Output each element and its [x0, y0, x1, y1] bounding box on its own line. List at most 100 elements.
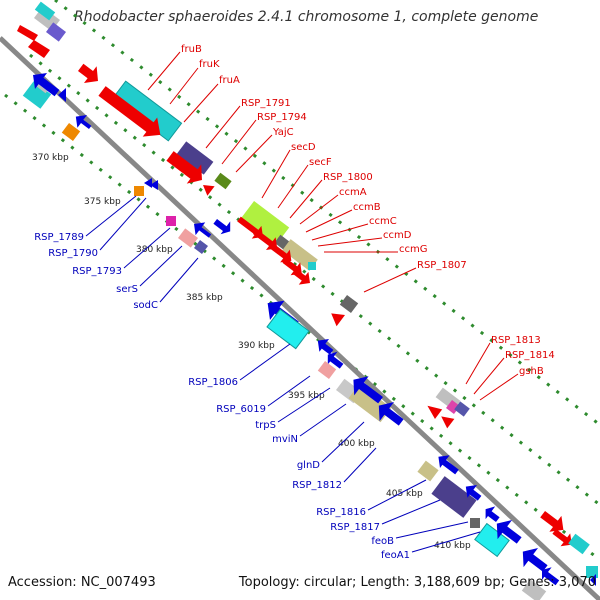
features-reverse — [22, 73, 598, 600]
feature-blue — [33, 73, 60, 97]
kbp-tick: 410 kbp — [434, 541, 471, 551]
gene-label[interactable]: RSP_6019 — [216, 404, 266, 415]
feature-blue — [75, 115, 92, 130]
feature-cyan — [22, 81, 52, 109]
feature-rsp1806 — [266, 308, 310, 350]
gene-label[interactable]: RSP_1812 — [292, 480, 342, 491]
gene-label[interactable]: RSP_1806 — [188, 377, 238, 388]
feature-blue — [438, 455, 459, 475]
feature-rsp1807 — [339, 294, 359, 314]
feature-fruK — [98, 86, 161, 137]
feature-cyan — [568, 533, 590, 555]
kbp-tick: 405 kbp — [386, 489, 423, 499]
kbp-tick: 385 kbp — [186, 293, 223, 303]
feature-blue — [194, 222, 212, 238]
kbp-tick: 395 kbp — [288, 391, 325, 401]
feature-blue — [522, 548, 548, 572]
gene-label[interactable]: fruK — [199, 59, 220, 70]
kbp-tick: 380 kbp — [136, 245, 173, 255]
track-line-outer-near — [29, 53, 600, 507]
gene-label[interactable]: RSP_1816 — [316, 507, 366, 518]
gene-label[interactable]: gshB — [519, 366, 544, 377]
feature-ccmG — [292, 268, 310, 285]
gene-label[interactable]: secF — [309, 157, 332, 168]
reverse-leaders — [85, 195, 481, 553]
feature-sodC — [193, 239, 209, 255]
gene-label[interactable]: RSP_1790 — [48, 248, 98, 259]
gene-label[interactable]: RSP_1817 — [330, 522, 380, 533]
gene-label[interactable]: RSP_1793 — [72, 266, 122, 277]
feature-blue — [485, 506, 500, 523]
gene-label[interactable]: RSP_1791 — [241, 98, 291, 109]
gene-label[interactable]: secD — [291, 142, 316, 153]
feature-secD — [240, 200, 290, 246]
feature-small-red — [331, 313, 346, 327]
feature-cyan — [34, 1, 56, 21]
gene-label[interactable]: ccmB — [353, 202, 381, 213]
feature-blue — [213, 218, 231, 235]
gene-label[interactable]: RSP_1813 — [491, 335, 541, 346]
feature-yajc — [214, 172, 232, 190]
feature-rsp1790 — [144, 178, 152, 188]
feature-rsp1793 — [166, 216, 176, 226]
gene-label[interactable]: ccmC — [369, 216, 397, 227]
gene-label[interactable]: serS — [116, 284, 138, 295]
feature-orange — [61, 122, 81, 142]
feature-small-red — [441, 416, 455, 429]
gene-label[interactable]: fruA — [219, 75, 240, 86]
feature-rsp1789 — [134, 186, 144, 196]
gene-label[interactable]: RSP_1814 — [505, 350, 555, 361]
gene-label[interactable]: sodC — [133, 300, 158, 311]
feature-purple — [46, 22, 66, 42]
feature-small-red — [203, 184, 215, 196]
feature-rsp1817 — [470, 518, 480, 528]
kbp-tick: 390 kbp — [238, 341, 275, 351]
feature-red — [28, 40, 50, 58]
feature-rsp1794 — [166, 151, 202, 184]
reverse-labels: RSP_1789 RSP_1790 RSP_1793 serS sodC RSP… — [34, 232, 410, 561]
feature-blue — [541, 567, 560, 586]
feature-red — [540, 510, 564, 532]
track-dots — [4, 0, 600, 562]
gene-label[interactable]: ccmD — [383, 230, 412, 241]
gene-label[interactable]: fruB — [181, 44, 202, 55]
genome-stats-text: Topology: circular; Length: 3,188,609 bp… — [238, 575, 596, 590]
feature-ccmC — [268, 242, 292, 263]
feature-rsp1812 — [417, 460, 439, 482]
features-forward — [17, 1, 590, 555]
accession-text: Accession: NC_007493 — [8, 575, 156, 590]
gene-label[interactable]: feoB — [371, 536, 394, 547]
gene-label[interactable]: RSP_1800 — [323, 172, 373, 183]
kbp-tick: 375 kbp — [84, 197, 121, 207]
feature-red — [17, 25, 38, 41]
feature-red — [552, 528, 572, 547]
feature-blue — [317, 339, 334, 355]
gene-label[interactable]: trpS — [255, 420, 276, 431]
forward-labels: fruB fruK fruA RSP_1791 RSP_1794 YajC se… — [181, 44, 555, 377]
kbp-tick: 370 kbp — [32, 153, 69, 163]
feature-rsp6019 — [317, 360, 337, 380]
feature-gray — [521, 579, 547, 600]
feature-gshB — [454, 401, 470, 417]
feature-blue — [58, 88, 66, 102]
map-title: Rhodobacter sphaeroides 2.4.1 chromosome… — [74, 9, 538, 25]
feature-small-cyan — [308, 262, 316, 270]
feature-rsp1790b — [150, 180, 158, 190]
gene-label[interactable]: feoA1 — [381, 550, 410, 561]
gene-label[interactable]: ccmA — [339, 187, 367, 198]
gene-label[interactable]: RSP_1789 — [34, 232, 84, 243]
gene-label[interactable]: RSP_1807 — [417, 260, 467, 271]
feature-small-red — [427, 405, 443, 420]
feature-rsp1791 — [176, 141, 214, 175]
gene-label[interactable]: mviN — [272, 434, 298, 445]
gene-label[interactable]: RSP_1794 — [257, 112, 307, 123]
gene-label[interactable]: glnD — [297, 460, 320, 471]
chromosome-backbone — [0, 36, 600, 600]
feature-blue — [378, 402, 404, 426]
feature-blue — [327, 351, 344, 369]
gene-label[interactable]: ccmG — [399, 244, 428, 255]
gene-label[interactable]: YajC — [272, 127, 294, 138]
forward-leaders — [147, 51, 519, 401]
feature-fruB — [78, 63, 98, 83]
